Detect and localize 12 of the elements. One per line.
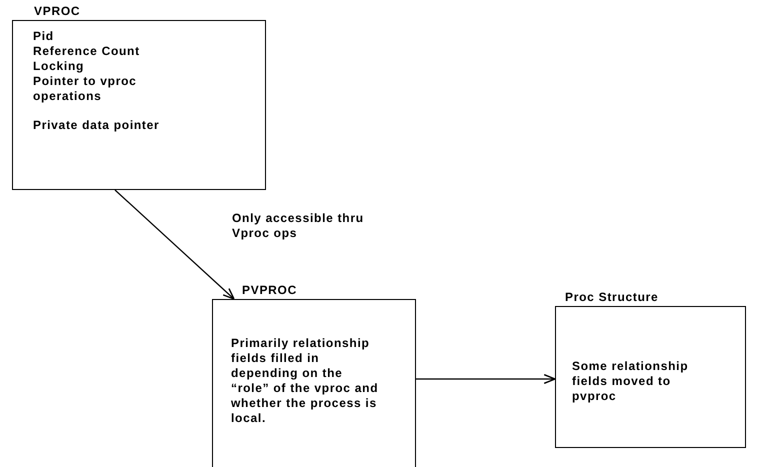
box-title: VPROC	[34, 4, 80, 19]
field-text: Reference Count	[33, 44, 141, 59]
field-text: Pid	[33, 29, 55, 44]
field-text: Private data pointer	[33, 118, 160, 133]
field-text: Some relationship fields moved to pvproc	[572, 359, 690, 404]
field-text: Primarily relationship fields filled in depending on the “role” of the vproc and whether the process is local.	[231, 336, 379, 426]
field-text: Pointer to vproc operations	[33, 74, 138, 104]
arrow	[114, 190, 235, 300]
box-title: Proc Structure	[565, 290, 658, 305]
box-title: PVPROC	[242, 283, 297, 298]
arrow	[416, 374, 556, 384]
field-text: Locking	[33, 59, 86, 74]
